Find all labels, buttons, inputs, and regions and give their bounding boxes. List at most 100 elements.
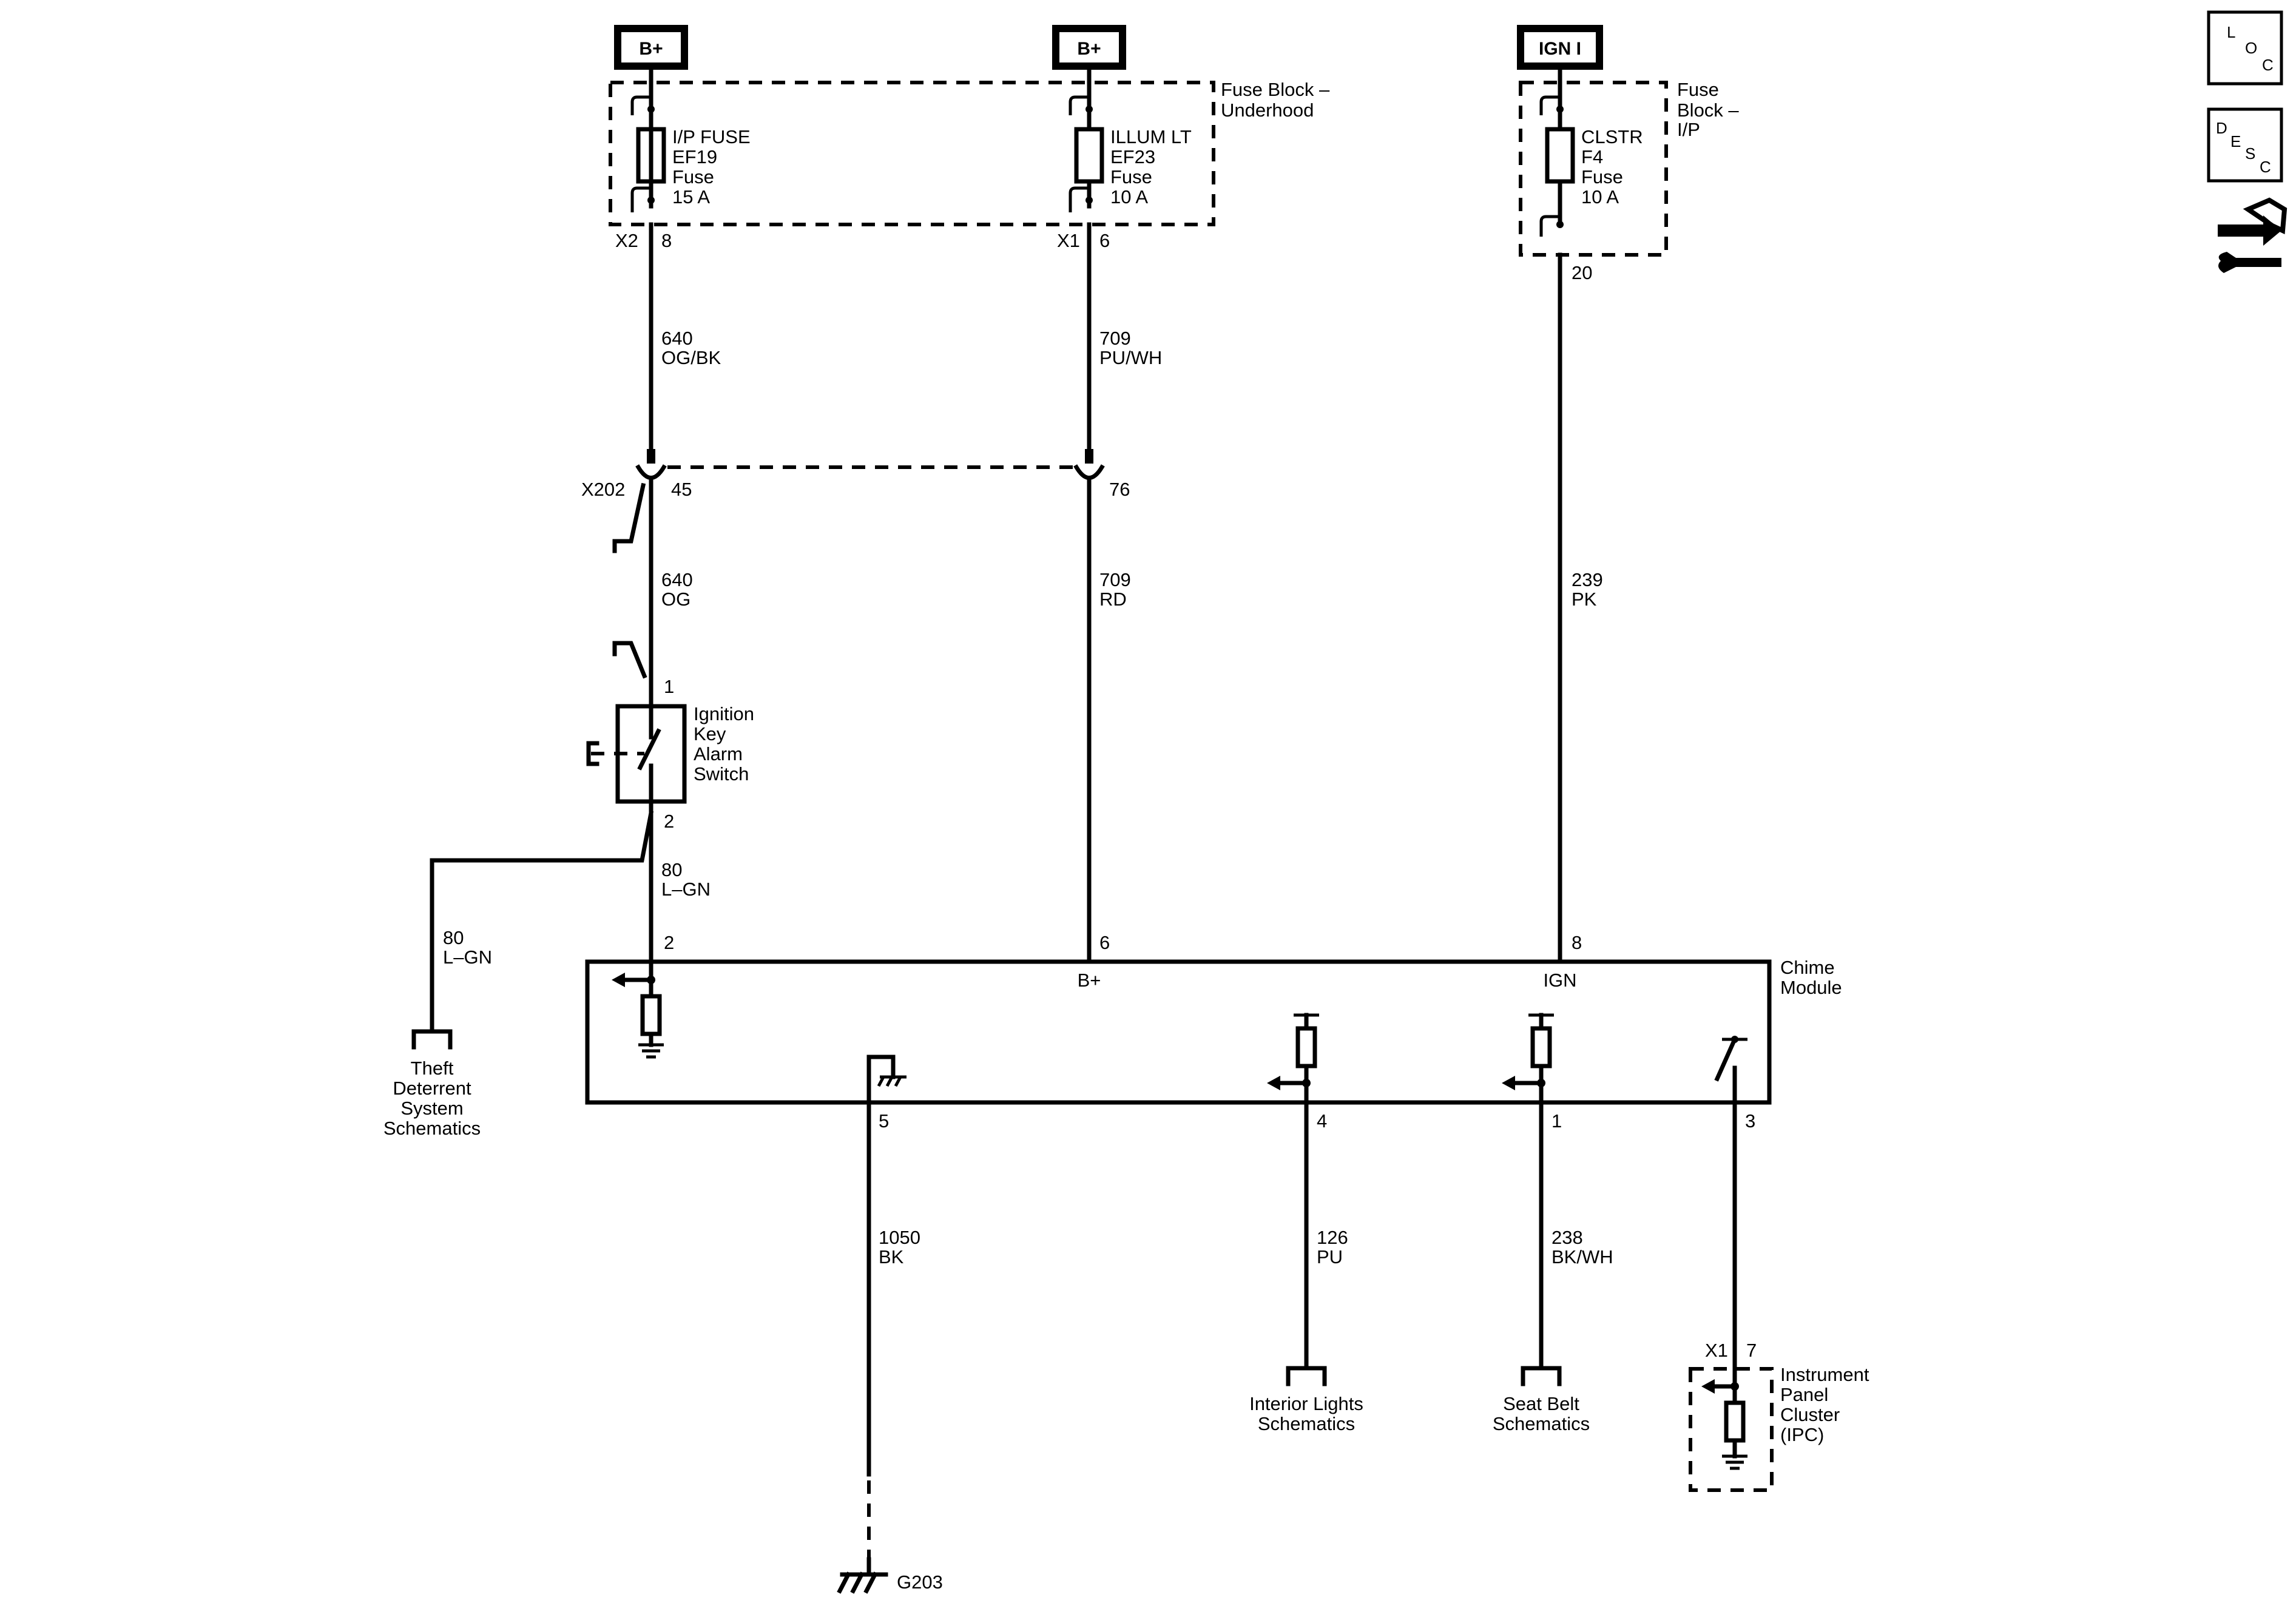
wire-80-branch bbox=[430, 810, 654, 1034]
chime-bplus-label: B+ bbox=[1078, 970, 1101, 991]
seatbelt-ref-line-1: Seat Belt bbox=[1503, 1393, 1579, 1414]
loc-icon-letter-c: C bbox=[2262, 56, 2274, 74]
switch-label-4: Switch bbox=[694, 763, 749, 785]
fuse-block-ip-outline bbox=[1519, 81, 1668, 257]
fuse-ef23-name: ILLUM LT bbox=[1110, 126, 1192, 147]
ipc-label-1: Instrument bbox=[1780, 1364, 1869, 1385]
wire-80a-color: L–GN bbox=[661, 879, 711, 900]
fuse-ef23-pin: 6 bbox=[1099, 230, 1110, 251]
connector-repair-icon[interactable] bbox=[2218, 197, 2288, 273]
source-bplus-1-label: B+ bbox=[639, 39, 663, 59]
source-bplus-1: B+ bbox=[614, 25, 688, 70]
chime-ign-label: IGN bbox=[1543, 970, 1576, 991]
loc-icon-letter-l: L bbox=[2227, 23, 2235, 41]
fuse-block-underhood-label-2: Underhood bbox=[1221, 100, 1314, 121]
switch-top-hook bbox=[612, 641, 647, 679]
ipc-label-3: Cluster bbox=[1780, 1404, 1840, 1425]
connector-x202-pin-45: 45 bbox=[671, 479, 692, 500]
fuse-f4-id: F4 bbox=[1581, 146, 1603, 167]
wire-640b-circuit: 640 bbox=[661, 569, 693, 590]
chime-module-label-2: Module bbox=[1780, 977, 1842, 998]
wire-80b-color: L–GN bbox=[443, 947, 492, 968]
chime-module-label-1: Chime bbox=[1780, 957, 1835, 978]
wire-640b-color: OG bbox=[661, 589, 690, 610]
fuse-block-underhood-label-1: Fuse Block – bbox=[1221, 79, 1330, 100]
fuse-ef19-connector: X2 bbox=[615, 230, 638, 251]
chime-input-pin2 bbox=[612, 959, 664, 1059]
wire-238-color: BK/WH bbox=[1551, 1246, 1613, 1267]
chime-pin-6: 6 bbox=[1099, 932, 1110, 953]
desc-icon[interactable]: D E S C bbox=[2207, 107, 2283, 183]
x202-hook bbox=[612, 482, 646, 553]
seatbelt-ref-line-2: Schematics bbox=[1493, 1413, 1590, 1434]
wire-239-color: PK bbox=[1572, 589, 1597, 610]
fuse-ef19-id: EF19 bbox=[672, 146, 717, 167]
fuse-f4 bbox=[1539, 66, 1575, 237]
connector-x202-label: X202 bbox=[581, 479, 625, 500]
fuse-block-ip-label-3: I/P bbox=[1677, 119, 1700, 140]
theft-ref-line-4: Schematics bbox=[383, 1118, 481, 1139]
ipc-input bbox=[1701, 1369, 1747, 1470]
desc-icon-letter-s: S bbox=[2245, 144, 2255, 163]
wire-709b-color: RD bbox=[1099, 589, 1127, 610]
ipc-label-2: Panel bbox=[1780, 1384, 1828, 1405]
chime-pin-1: 1 bbox=[1551, 1110, 1562, 1132]
wire-709a-circuit: 709 bbox=[1099, 328, 1131, 349]
interior-ref-line-2: Schematics bbox=[1258, 1413, 1355, 1434]
connector-x202-pin-76: 76 bbox=[1109, 479, 1130, 500]
switch-label-3: Alarm bbox=[694, 743, 743, 764]
chime-pin-2: 2 bbox=[664, 932, 674, 953]
theft-deterrent-ref bbox=[411, 1029, 453, 1050]
ground-g203-label: G203 bbox=[897, 1571, 943, 1593]
source-bplus-2: B+ bbox=[1052, 25, 1126, 70]
fuse-ef19-type: Fuse bbox=[672, 166, 714, 187]
fuse-ef19 bbox=[630, 66, 666, 212]
desc-icon-letter-d: D bbox=[2216, 119, 2227, 137]
loc-icon-letter-o: O bbox=[2245, 39, 2257, 57]
fuse-ef23 bbox=[1069, 66, 1104, 212]
wire-80b-circuit: 80 bbox=[443, 927, 464, 948]
fuse-f4-pin: 20 bbox=[1572, 262, 1592, 283]
fuse-block-underhood-outline bbox=[609, 81, 1215, 226]
loc-icon[interactable]: L O C bbox=[2207, 10, 2283, 86]
desc-icon-letter-c: C bbox=[2260, 158, 2271, 176]
fuse-block-ip-label-1: Fuse bbox=[1677, 79, 1719, 100]
switch-label-1: Ignition bbox=[694, 703, 754, 724]
wire-126-color: PU bbox=[1317, 1246, 1343, 1267]
chime-pullup-pin4 bbox=[1267, 1013, 1319, 1105]
wire-126-circuit: 126 bbox=[1317, 1227, 1348, 1248]
interior-lights-ref bbox=[1286, 1366, 1327, 1386]
fuse-block-ip-label-2: Block – bbox=[1677, 100, 1739, 121]
chime-ground-pin5 bbox=[866, 1055, 907, 1105]
wire-640a-color: OG/BK bbox=[661, 347, 721, 368]
ipc-outline bbox=[1689, 1367, 1774, 1492]
interior-ref-line-1: Interior Lights bbox=[1249, 1393, 1363, 1414]
fuse-f4-rating: 10 A bbox=[1581, 186, 1619, 208]
chime-module-box bbox=[585, 959, 1772, 1105]
ipc-connector: X1 bbox=[1705, 1340, 1728, 1361]
theft-ref-line-1: Theft bbox=[411, 1058, 454, 1079]
connector-x202 bbox=[635, 449, 1105, 480]
ground-g203-icon bbox=[837, 1557, 888, 1594]
chime-pin-3: 3 bbox=[1745, 1110, 1755, 1132]
wire-80a-circuit: 80 bbox=[661, 859, 682, 880]
ipc-label-4: (IPC) bbox=[1780, 1424, 1824, 1445]
fuse-ef23-id: EF23 bbox=[1110, 146, 1155, 167]
wire-238-circuit: 238 bbox=[1551, 1227, 1583, 1248]
chime-switch-pin3 bbox=[1714, 1036, 1747, 1105]
theft-ref-line-2: Deterrent bbox=[393, 1078, 471, 1099]
theft-ref-line-3: System bbox=[400, 1098, 463, 1119]
chime-pin-4: 4 bbox=[1317, 1110, 1327, 1132]
fuse-ef19-rating: 15 A bbox=[672, 186, 710, 208]
seat-belt-ref bbox=[1521, 1366, 1562, 1386]
wire-640a-circuit: 640 bbox=[661, 328, 693, 349]
fuse-f4-type: Fuse bbox=[1581, 166, 1623, 187]
wire-239-circuit: 239 bbox=[1572, 569, 1603, 590]
fuse-f4-name: CLSTR bbox=[1581, 126, 1643, 147]
source-bplus-2-label: B+ bbox=[1077, 39, 1101, 59]
chime-pin-5: 5 bbox=[879, 1110, 889, 1132]
wire-1050-color: BK bbox=[879, 1246, 904, 1267]
ignition-key-alarm-switch bbox=[586, 641, 687, 804]
switch-pin-2: 2 bbox=[664, 811, 674, 832]
